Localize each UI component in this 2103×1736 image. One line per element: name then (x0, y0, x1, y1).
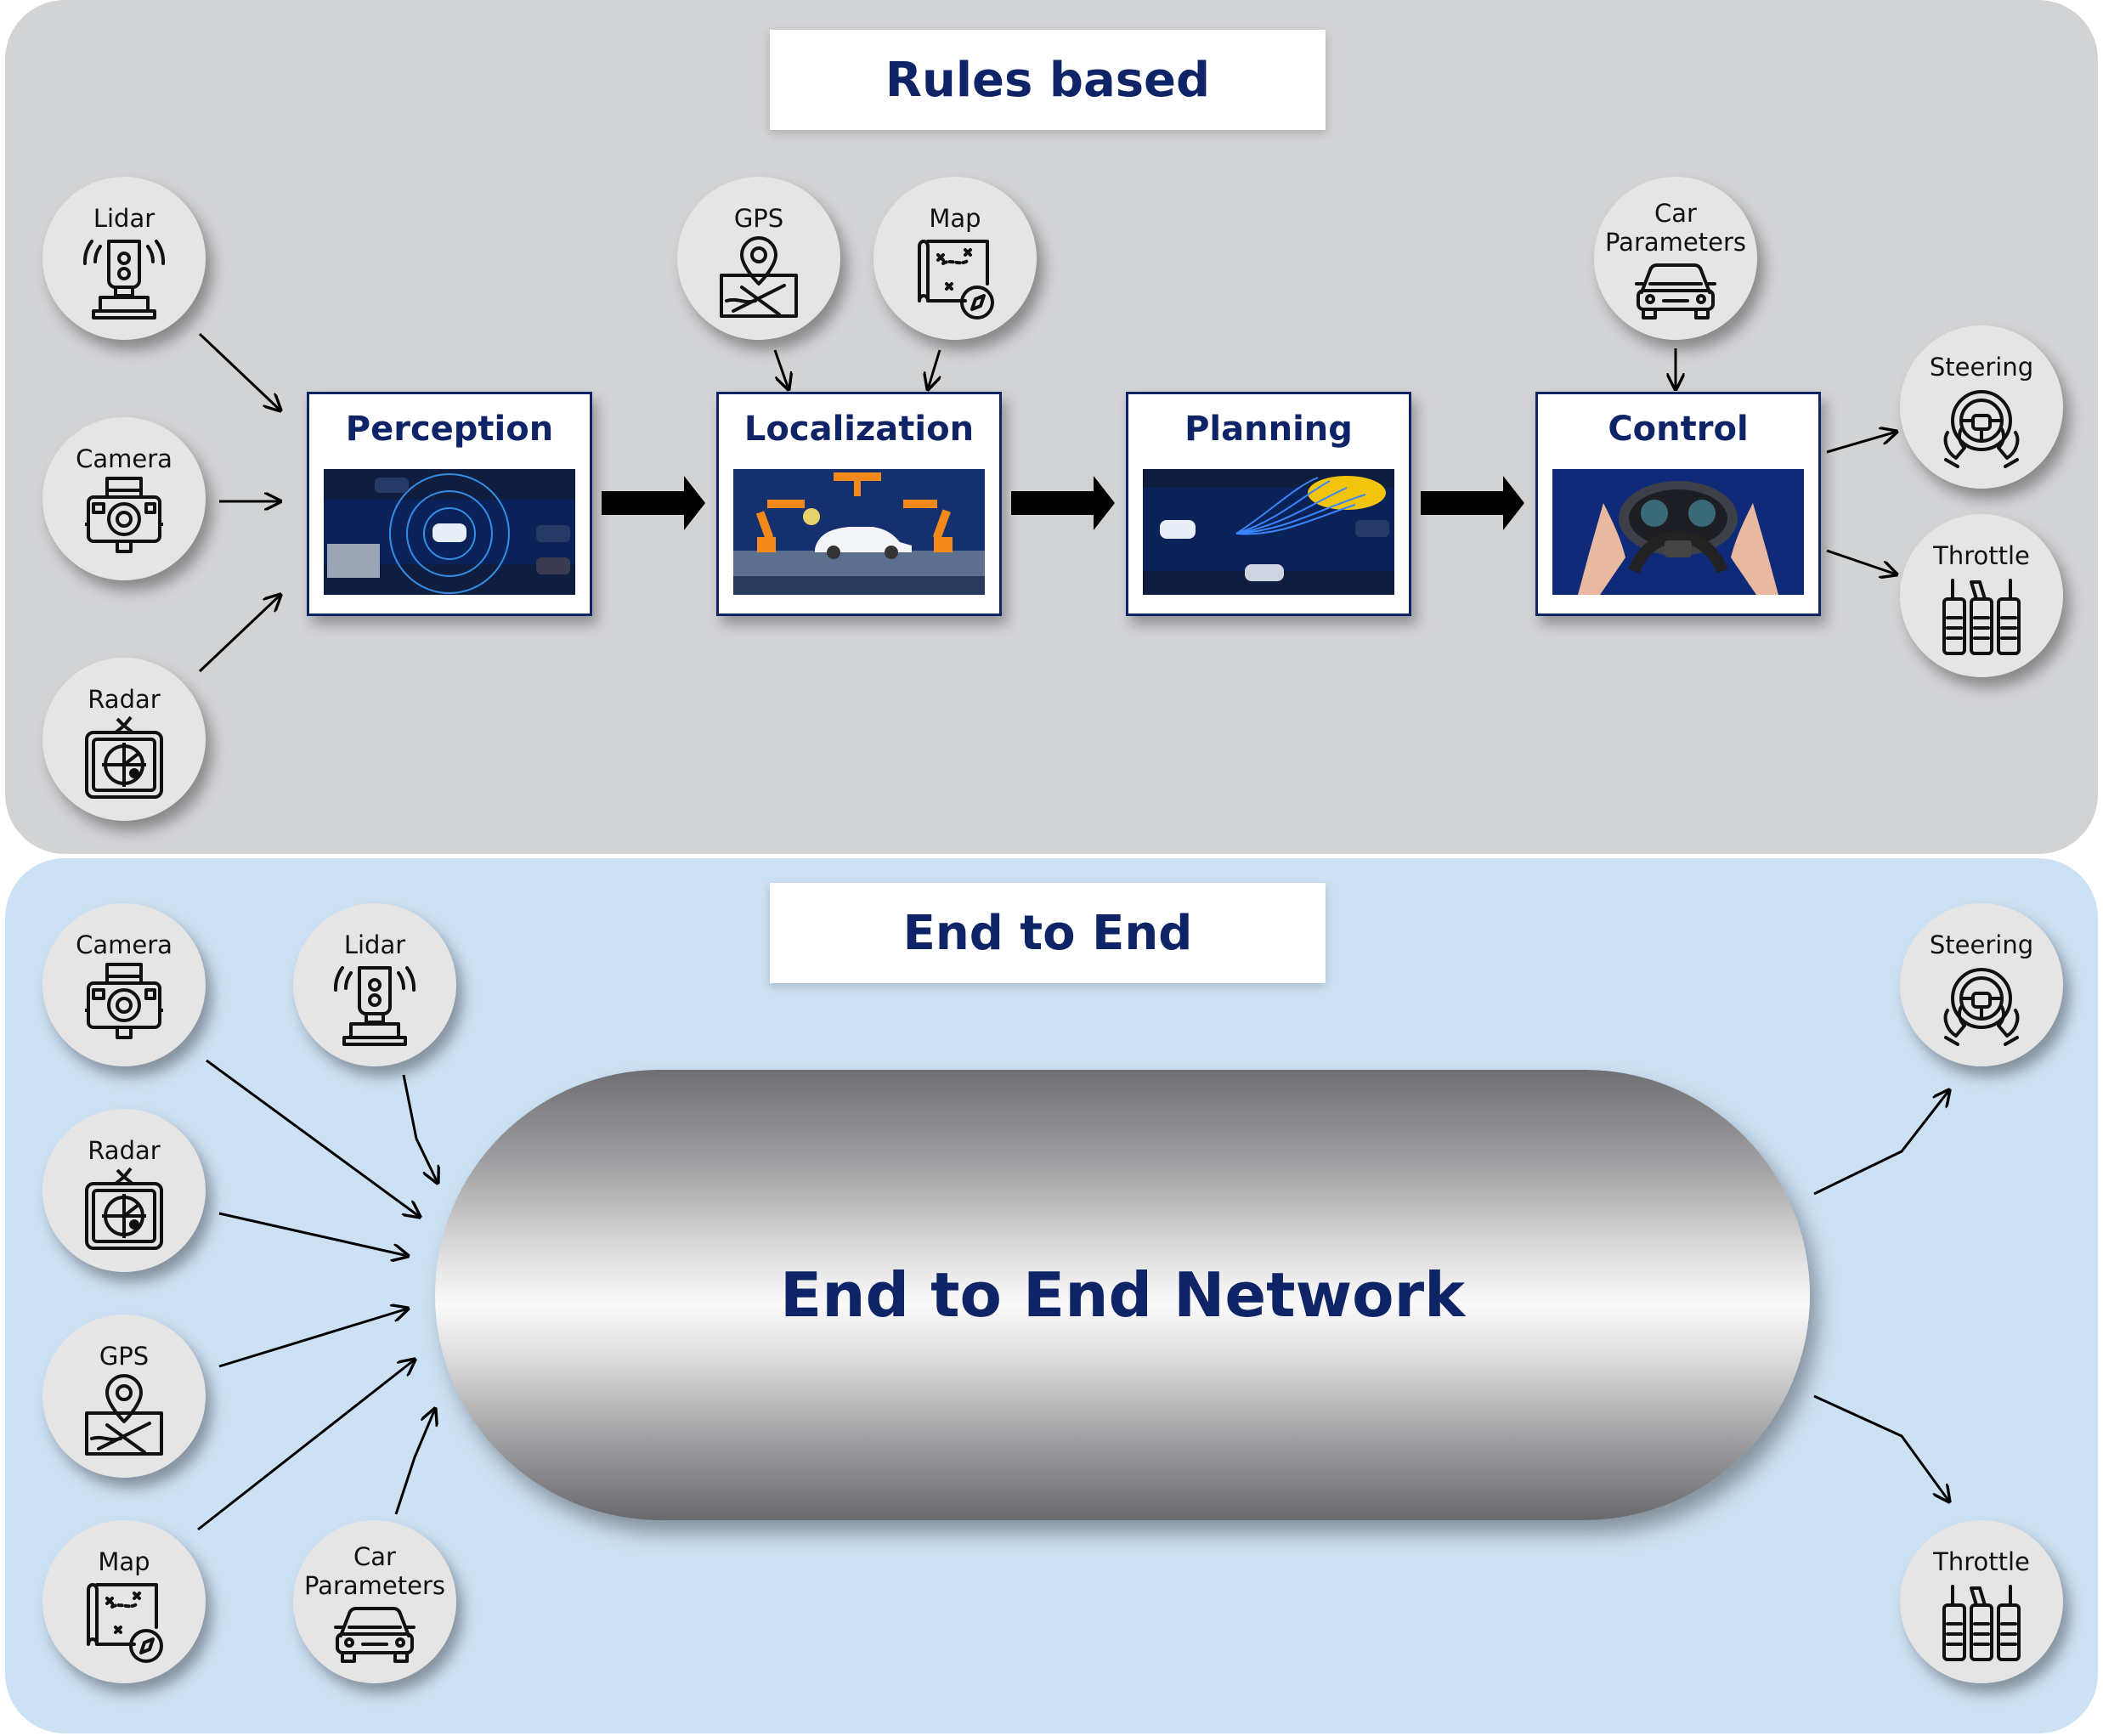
rules-lidar-label: Lidar (93, 204, 155, 233)
gps-icon (716, 233, 801, 321)
map-icon (82, 1576, 167, 1665)
e2e-car-line2: Parameters (304, 1571, 445, 1600)
perception-stage: Perception (307, 392, 592, 616)
rules-lidar-node: Lidar (42, 177, 206, 340)
rules-car-line1: Car (1654, 199, 1697, 228)
end-to-end-network: End to End Network (435, 1070, 1810, 1520)
camera-icon (82, 473, 167, 562)
localization-illustration (733, 469, 985, 595)
e2e-radar-label: Radar (88, 1136, 161, 1165)
end-to-end-title-text: End to End (902, 905, 1193, 961)
car-icon (1633, 258, 1718, 321)
e2e-camera-label: Camera (76, 930, 172, 959)
rules-radar-label: Radar (88, 685, 161, 714)
e2e-car-line1: Car (353, 1542, 396, 1571)
planning-stage: Planning (1126, 392, 1411, 616)
rules-gps-label: GPS (733, 204, 784, 233)
throttle-icon (1939, 570, 2024, 659)
end-to-end-network-label: End to End Network (780, 1259, 1465, 1331)
rules-car-line2: Parameters (1605, 228, 1746, 257)
rules-steering-node: Steering (1900, 325, 2063, 489)
e2e-lidar-node: Lidar (293, 903, 456, 1066)
localization-title: Localization (743, 410, 975, 449)
lidar-icon (82, 233, 167, 321)
rules-based-title-text: Rules based (885, 52, 1211, 108)
e2e-radar-node: Radar (42, 1109, 206, 1272)
throttle-icon (1939, 1576, 2024, 1665)
e2e-camera-node: Camera (42, 903, 206, 1066)
e2e-throttle-node: Throttle (1900, 1520, 2063, 1683)
e2e-steering-label: Steering (1929, 930, 2034, 959)
map-icon (913, 233, 998, 321)
control-illustration (1552, 469, 1804, 595)
steering-icon (1939, 382, 2024, 470)
gps-icon (82, 1371, 167, 1459)
perception-title: Perception (345, 410, 554, 449)
steering-icon (1939, 959, 2024, 1048)
e2e-lidar-label: Lidar (343, 930, 406, 959)
e2e-gps-label: GPS (99, 1342, 150, 1371)
radar-icon (82, 714, 167, 802)
planning-title: Planning (1184, 410, 1353, 449)
rules-camera-label: Camera (76, 444, 172, 473)
camera-icon (82, 959, 167, 1048)
rules-radar-node: Radar (42, 658, 206, 821)
perception-illustration (324, 469, 575, 595)
rules-map-node: Map (873, 177, 1037, 340)
rules-based-title: Rules based (770, 30, 1326, 130)
e2e-throttle-label: Throttle (1933, 1547, 2030, 1576)
end-to-end-title: End to End (770, 883, 1326, 983)
lidar-icon (332, 959, 417, 1048)
localization-stage: Localization (716, 392, 1002, 616)
rules-gps-node: GPS (677, 177, 840, 340)
rules-steering-label: Steering (1929, 353, 2034, 382)
e2e-map-label: Map (98, 1547, 150, 1576)
rules-map-label: Map (929, 204, 981, 233)
car-icon (332, 1602, 417, 1665)
radar-icon (82, 1165, 167, 1253)
control-title: Control (1608, 410, 1749, 449)
e2e-gps-node: GPS (42, 1315, 206, 1478)
control-stage: Control (1535, 392, 1821, 616)
rules-throttle-node: Throttle (1900, 514, 2063, 677)
rules-throttle-label: Throttle (1933, 541, 2030, 570)
e2e-map-node: Map (42, 1520, 206, 1683)
e2e-steering-node: Steering (1900, 903, 2063, 1066)
planning-illustration (1143, 469, 1394, 595)
rules-camera-node: Camera (42, 417, 206, 580)
